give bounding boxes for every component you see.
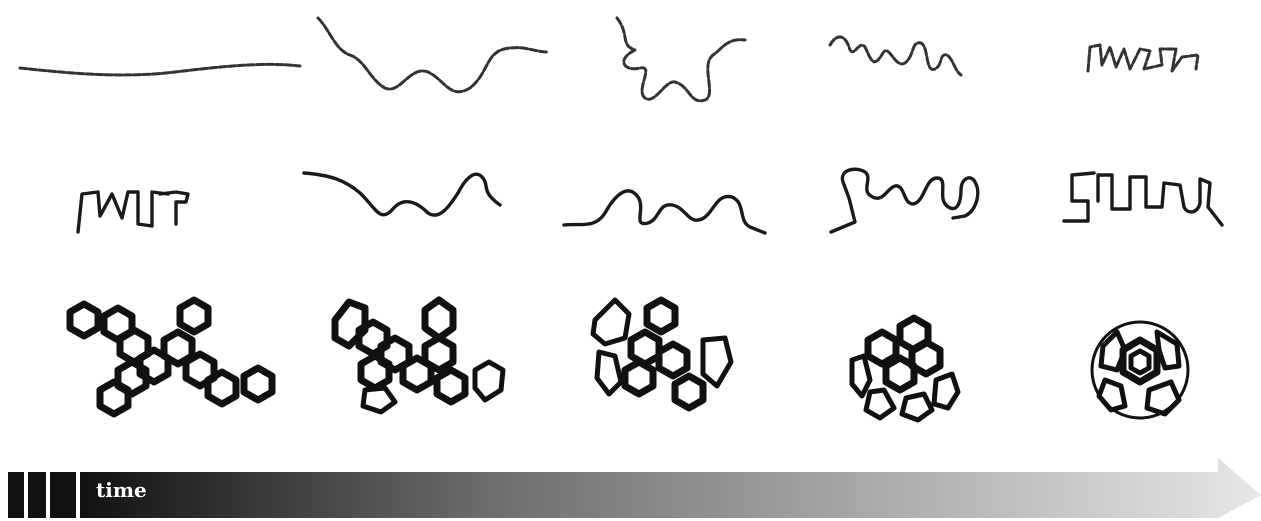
row2-stage5-letters	[1062, 171, 1224, 227]
row1-stage3-strand	[615, 16, 747, 103]
self-folding-sequence	[18, 16, 1224, 423]
time-arrow	[8, 458, 1261, 518]
row1-stage1-strand	[18, 62, 302, 77]
row2-stage3-strand	[562, 189, 767, 235]
row1-stage5-strand	[1086, 43, 1200, 73]
row3-stage5-hexagon-ball	[1090, 320, 1190, 420]
row3-stage3-hexagon-sheet	[590, 296, 734, 412]
row3-stage1-hexagon-sheet	[66, 296, 276, 418]
row2-stage1-letters	[76, 190, 190, 234]
row2-stage4-strand	[829, 167, 980, 234]
time-arrow-shape	[8, 458, 1261, 518]
row1-stage2-strand	[316, 16, 550, 94]
time-label: time	[96, 478, 147, 502]
row2-stage2-strand	[302, 171, 502, 217]
row3-stage4-hexagon-ball	[849, 314, 961, 423]
row3-stage2-hexagon-sheet	[331, 296, 506, 415]
row1-stage4-strand	[828, 35, 963, 77]
